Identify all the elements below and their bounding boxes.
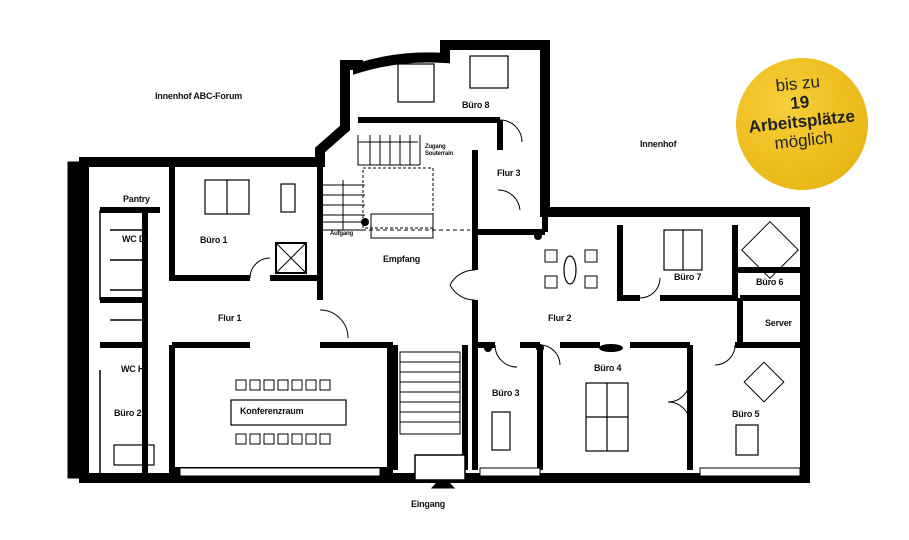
label-flur-1: Flur 1 bbox=[218, 313, 242, 323]
elevator bbox=[275, 242, 307, 274]
chairs bbox=[235, 221, 799, 445]
label-buero-2: Büro 2 bbox=[114, 408, 142, 418]
entrance-door bbox=[414, 454, 466, 481]
interior-walls bbox=[100, 117, 805, 478]
reception-area bbox=[362, 167, 434, 229]
label-pantry: Pantry bbox=[123, 194, 150, 204]
internal-thin-lines bbox=[99, 210, 145, 479]
label-innenhof: Innenhof bbox=[640, 139, 677, 149]
label-wc-d: WC D bbox=[122, 234, 146, 244]
reception-desk bbox=[370, 213, 434, 239]
label-buero-8: Büro 8 bbox=[462, 100, 490, 110]
label-buero-4: Büro 4 bbox=[594, 363, 622, 373]
desks bbox=[113, 55, 759, 466]
columns bbox=[361, 218, 623, 352]
label-empfang: Empfang bbox=[383, 254, 421, 264]
stairs-reception bbox=[319, 135, 421, 231]
label-buero-1: Büro 1 bbox=[200, 235, 228, 245]
label-buero-3: Büro 3 bbox=[492, 388, 520, 398]
label-eingang: Eingang bbox=[411, 499, 446, 509]
label-zugang: Zugang bbox=[425, 144, 446, 150]
label-buero-5: Büro 5 bbox=[732, 409, 760, 419]
label-souterrain: Souterrain bbox=[425, 151, 454, 157]
label-buero-6: Büro 6 bbox=[756, 277, 784, 287]
entrance-arrow bbox=[430, 475, 456, 489]
label-flur-2: Flur 2 bbox=[548, 313, 572, 323]
label-flur-3: Flur 3 bbox=[497, 168, 521, 178]
door-swings bbox=[249, 119, 736, 426]
label-innenhof-abc: Innenhof ABC-Forum bbox=[155, 91, 243, 101]
left-wall bbox=[67, 161, 85, 479]
label-server: Server bbox=[765, 318, 792, 328]
label-wc-h: WC H bbox=[121, 364, 145, 374]
window-wall-bottom bbox=[179, 467, 381, 477]
stairs-main bbox=[399, 351, 461, 435]
outer-wall bbox=[79, 40, 810, 483]
label-aufgang: Aufgang bbox=[330, 231, 353, 237]
label-konferenzraum: Konferenzraum bbox=[240, 406, 304, 416]
label-buero-7: Büro 7 bbox=[674, 272, 702, 282]
